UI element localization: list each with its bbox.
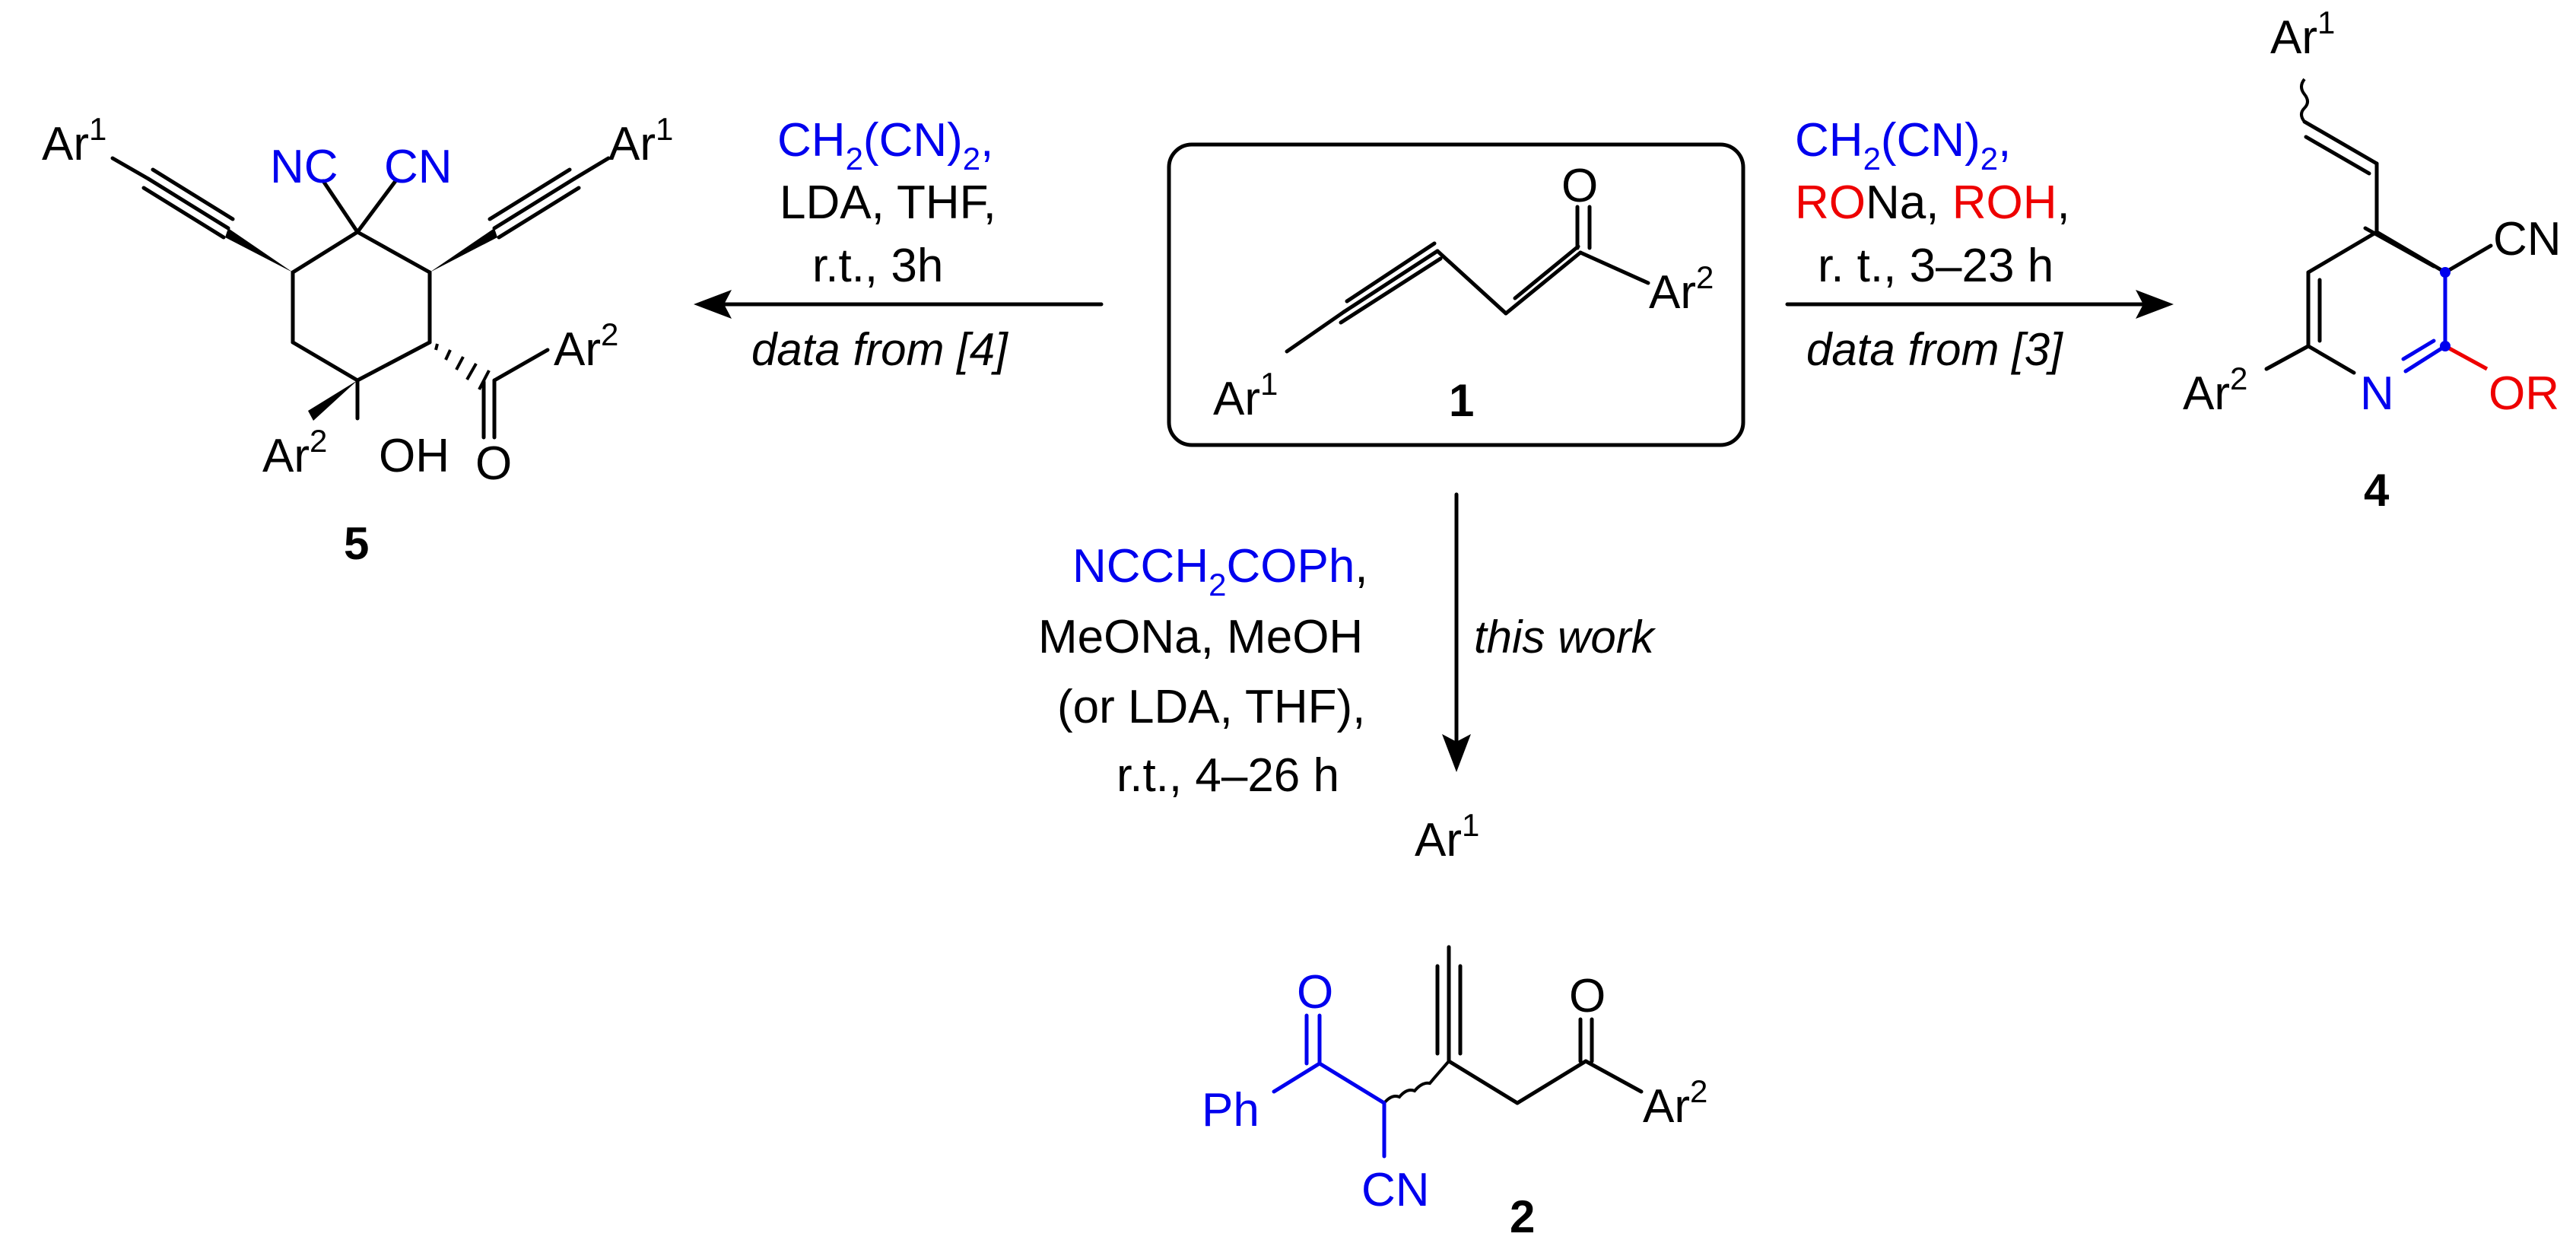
- compound-1-ar1: Ar1: [1213, 366, 1278, 425]
- compound-1: O Ar2 Ar1 1: [1167, 142, 1745, 447]
- reagent-malononitrile-right: CH2(CN)2,: [1795, 114, 2011, 176]
- compound-5-ar1-right: Ar1: [608, 111, 673, 170]
- compound-2-oxygen-right: O: [1569, 970, 1606, 1022]
- compound-2-oxygen-left: O: [1297, 966, 1333, 1019]
- compound-5-ar2-ring: Ar2: [262, 423, 327, 482]
- compound-2-cn: CN: [1361, 1164, 1430, 1216]
- compound-5-number: 5: [344, 518, 369, 569]
- compound-5-cn: CN: [384, 141, 453, 193]
- compound-4-nitrogen: N: [2360, 367, 2394, 420]
- compound-1-box: [1167, 142, 1745, 447]
- compound-4-cn: CN: [2493, 213, 2562, 265]
- compound-4-or: OR: [2489, 367, 2559, 420]
- compound-1-oxygen: O: [1561, 160, 1598, 212]
- compound-4-dot-bottom: [2440, 341, 2451, 351]
- conditions-down-line4: r.t., 4–26 h: [1116, 749, 1339, 802]
- compound-5-nc: NC: [270, 141, 338, 193]
- compound-1-ar2: Ar2: [1649, 259, 1714, 319]
- compound-5: Ar1 Ar1 NC CN Ar2 Ar2 OH O 5: [42, 111, 673, 569]
- compound-4: Ar1 CN Ar2 N OR 4: [2183, 5, 2562, 516]
- compound-4-blue-bonds: [2401, 270, 2447, 374]
- compound-2-number: 2: [1510, 1191, 1535, 1242]
- compound-2-bonds: [1435, 945, 1644, 1105]
- compound-4-red-bond: [2444, 344, 2489, 371]
- compound-5-wedge-ar2: [308, 380, 357, 421]
- reagent-benzoylacetonitrile: NCCH2COPh,: [1072, 540, 1368, 602]
- compound-5-hash-bond: [434, 343, 491, 390]
- conditions-left-line3: r.t., 3h: [812, 240, 943, 292]
- arrow-left-head: [694, 290, 732, 319]
- compound-2-ar2: Ar2: [1643, 1073, 1707, 1133]
- compound-5-wedge-left: [225, 228, 293, 272]
- compound-1-bonds: [1285, 205, 1650, 354]
- compound-2-blue-bonds: [1272, 1013, 1386, 1159]
- conditions-left-note: data from [4]: [751, 324, 1008, 375]
- arrow-down-head: [1442, 734, 1471, 772]
- arrow-to-compound-5: [694, 290, 1104, 319]
- compound-4-bonds: [2264, 119, 2493, 375]
- compound-5-bonds: [110, 156, 611, 440]
- compound-5-ar2-ketone: Ar2: [554, 316, 618, 376]
- compound-4-number: 4: [2364, 465, 2390, 516]
- conditions-right: CH2(CN)2, RONa, ROH, r. t., 3–23 h data …: [1795, 114, 2070, 375]
- arrow-to-compound-4: [1785, 290, 2174, 319]
- conditions-left-line2: LDA, THF,: [780, 176, 996, 229]
- conditions-down-line2: MeONa, MeOH: [1038, 611, 1363, 663]
- conditions-down: NCCH2COPh, MeONa, MeOH (or LDA, THF), r.…: [1038, 540, 1656, 802]
- conditions-right-line2: RONa, ROH,: [1795, 176, 2070, 229]
- compound-4-ar1: Ar1: [2270, 5, 2335, 64]
- compound-2-ph: Ph: [1202, 1084, 1259, 1137]
- conditions-right-line3: r. t., 3–23 h: [1818, 240, 2053, 292]
- compound-1-number: 1: [1449, 375, 1474, 426]
- compound-5-wedge-right: [430, 228, 497, 272]
- reagent-malononitrile-left: CH2(CN)2,: [777, 114, 993, 176]
- conditions-right-note: data from [3]: [1806, 324, 2063, 375]
- conditions-down-note: this work: [1474, 612, 1656, 663]
- compound-4-dot-top: [2440, 267, 2451, 278]
- conditions-down-line3: (or LDA, THF),: [1057, 681, 1365, 733]
- compound-4-ar2: Ar2: [2183, 361, 2247, 420]
- arrow-right-head: [2136, 290, 2174, 319]
- compound-5-ar1-left: Ar1: [42, 111, 106, 170]
- compound-5-oxygen: O: [475, 437, 512, 490]
- arrow-to-compound-2: [1442, 492, 1471, 772]
- conditions-left: CH2(CN)2, LDA, THF, r.t., 3h data from […: [751, 114, 1008, 375]
- compound-4-wavy-bond: [2300, 78, 2309, 123]
- compound-5-oh: OH: [379, 430, 449, 482]
- compound-2: Ar1 O O Ph Ar2 CN 2: [1202, 807, 1707, 1242]
- compound-2-ar1: Ar1: [1415, 807, 1479, 866]
- compound-2-wavy-bond: [1383, 1060, 1450, 1105]
